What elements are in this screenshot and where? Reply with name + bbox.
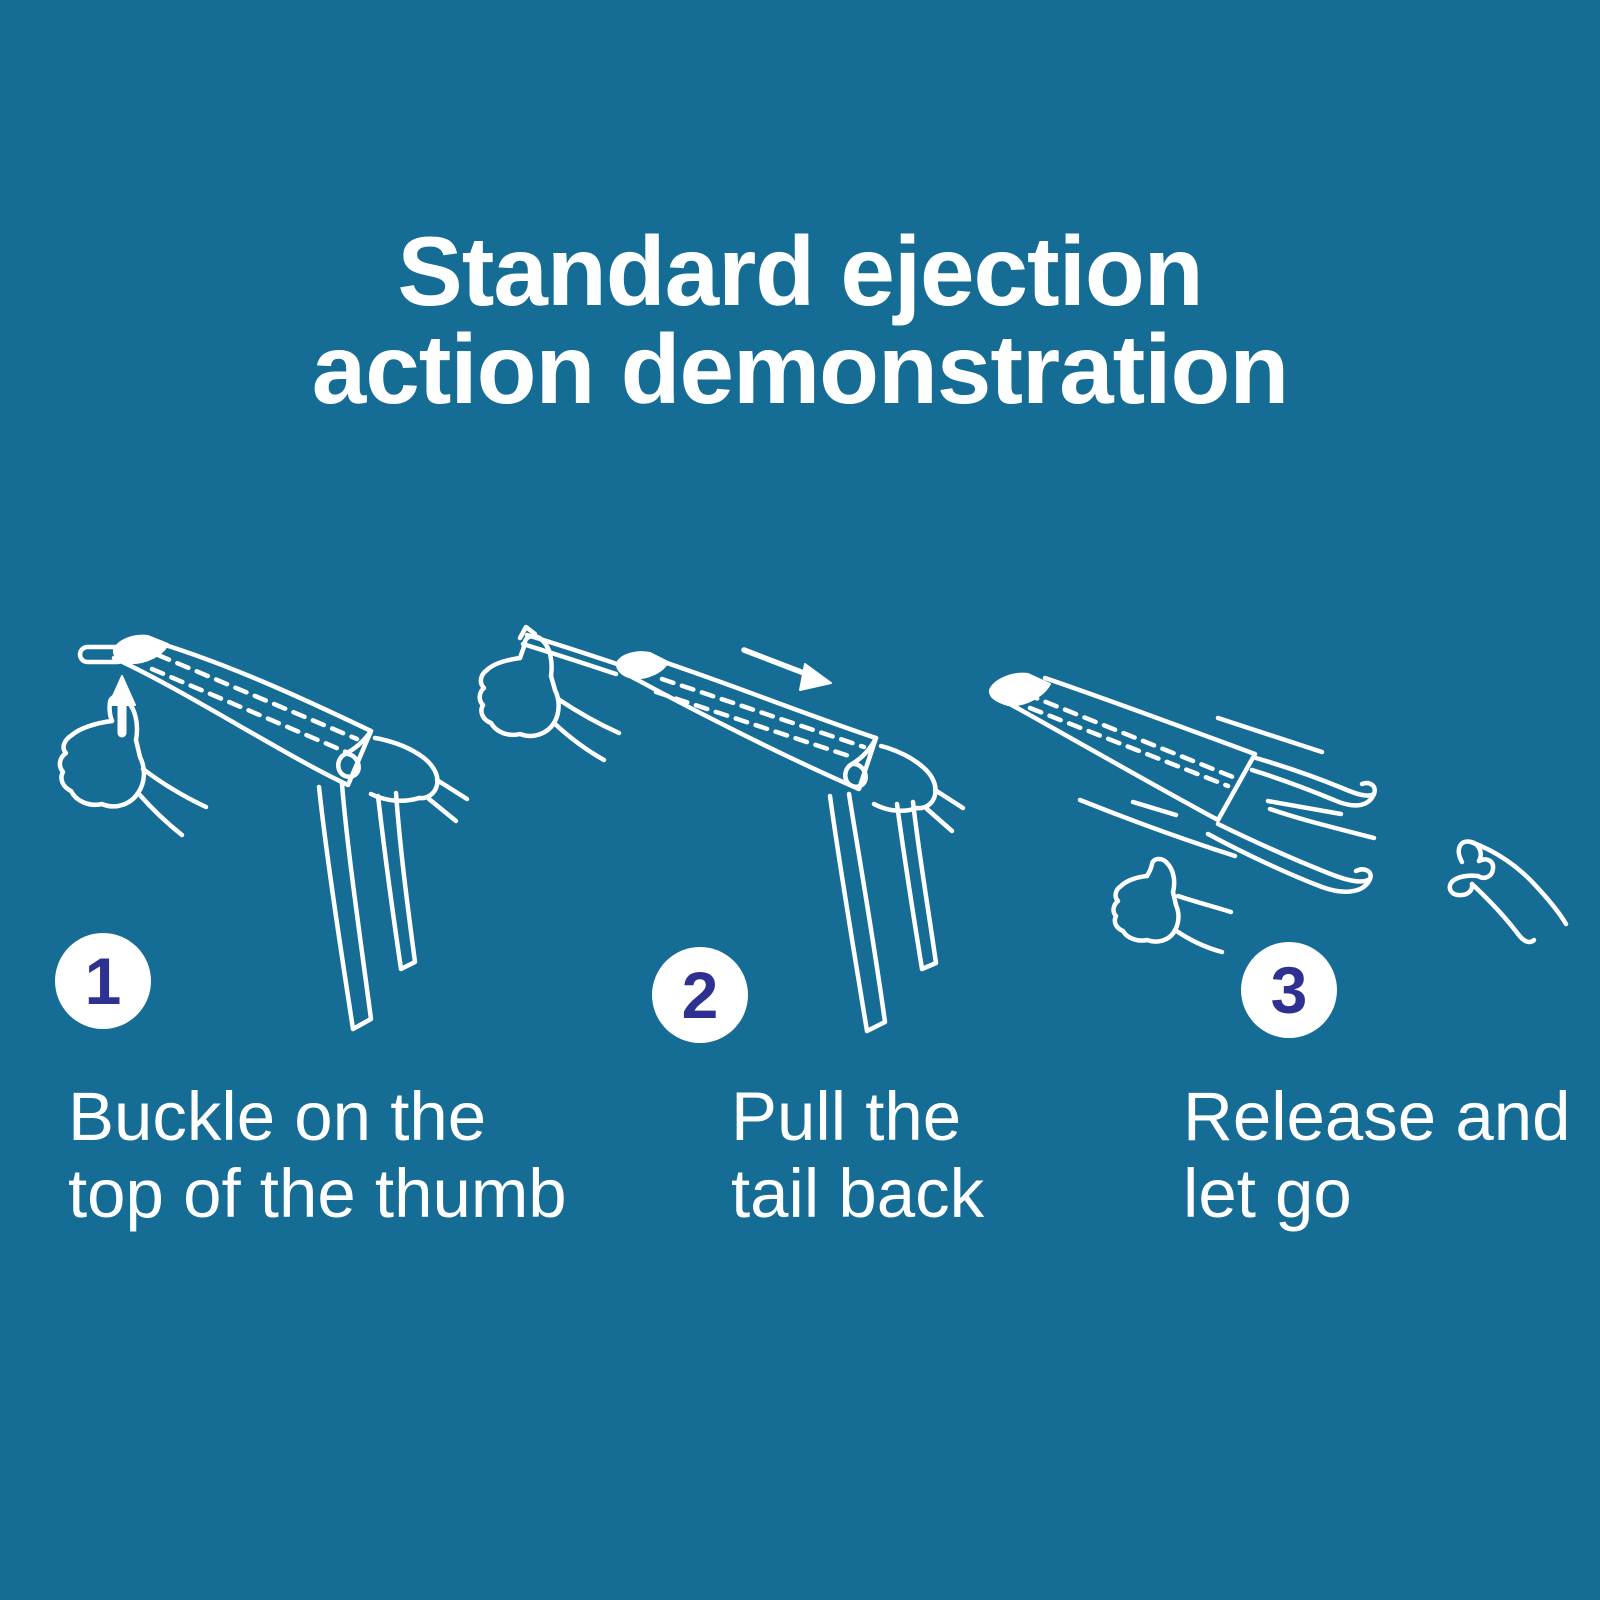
- step-2-caption-line-2: tail back: [731, 1155, 985, 1232]
- step-1-number-badge: 1: [55, 933, 151, 1029]
- step-3-number: 3: [1270, 953, 1308, 1027]
- streaming-ribbons-drawing: [1205, 755, 1377, 894]
- step-1-caption-line-1: Buckle on the: [68, 1078, 487, 1155]
- page-title-line-1: Standard ejection: [397, 216, 1203, 326]
- step-3-caption-line-1: Release and: [1183, 1078, 1571, 1155]
- step-1-number: 1: [84, 944, 122, 1018]
- step-3-caption-line-2: let go: [1183, 1155, 1352, 1232]
- ribbon-tails-drawing: [827, 791, 939, 1034]
- page-title-line-2: action demonstration: [311, 314, 1289, 424]
- fist-holding-band-icon: [477, 624, 622, 763]
- step-2-number-badge: 2: [652, 947, 748, 1043]
- page-title: Standard ejection action demonstration: [0, 222, 1600, 418]
- step-2-illustration: [477, 624, 966, 1034]
- thumbs-up-hand-icon: [57, 694, 209, 838]
- thumbs-up-hand-icon: [1111, 856, 1234, 955]
- rocket-toy-drawing: [111, 634, 374, 788]
- ribbon-tails-drawing: [316, 781, 418, 1032]
- step-3-caption: Release and let go: [1183, 1078, 1570, 1232]
- step-2-caption: Pull the tail back: [731, 1078, 984, 1232]
- step-3-number-badge: 3: [1241, 942, 1337, 1038]
- step-1-caption: Buckle on the top of the thumb: [68, 1078, 567, 1232]
- step-1-caption-line-2: top of the thumb: [68, 1155, 567, 1232]
- gripping-hand-icon: [336, 728, 470, 824]
- step-2-caption-line-1: Pull the: [731, 1078, 962, 1155]
- stretched-band-drawing: [520, 632, 623, 677]
- releasing-hand-icon: [1447, 839, 1569, 945]
- pull-direction-arrow-icon: [741, 647, 832, 691]
- step-3-illustration: [988, 672, 1569, 955]
- step-1-illustration: [57, 634, 470, 1032]
- rocket-toy-drawing: [615, 651, 879, 792]
- flying-rocket-drawing: [988, 672, 1258, 823]
- speed-lines: [1077, 715, 1377, 859]
- gripping-hand-icon: [843, 735, 966, 834]
- step-2-number: 2: [681, 958, 719, 1032]
